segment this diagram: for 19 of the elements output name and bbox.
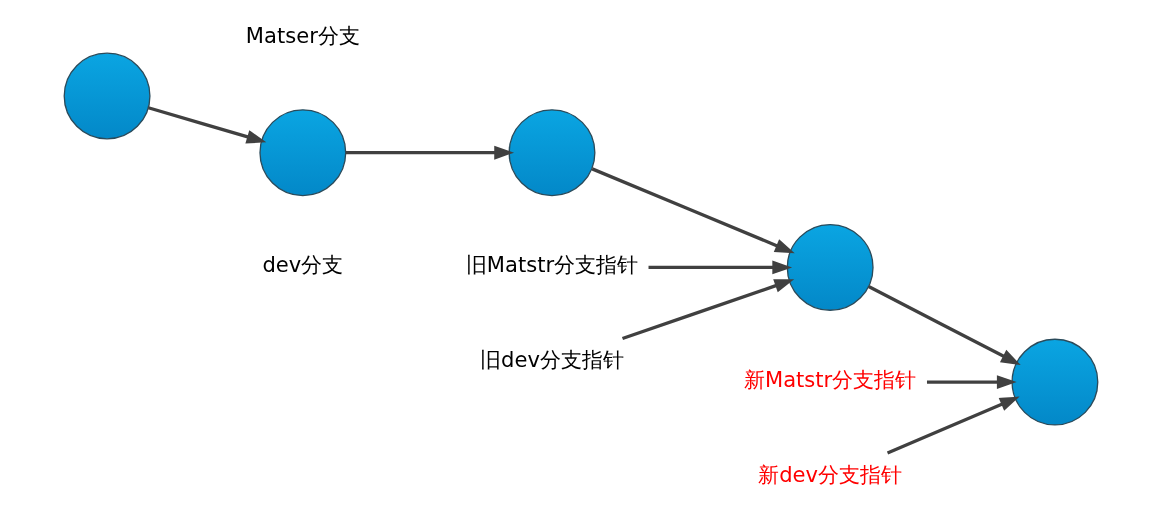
node-text: 新dev分支指针 — [758, 461, 903, 487]
node-text: 旧dev分支指针 — [480, 346, 624, 372]
label: dev分支 — [262, 251, 344, 277]
arrow — [621, 278, 795, 340]
node-circle — [1011, 338, 1099, 426]
arrow — [886, 396, 1020, 455]
arrow — [345, 145, 515, 160]
node-circle — [63, 52, 151, 139]
node-text: 旧Matstr分支指针 — [465, 251, 639, 277]
node-circle — [786, 223, 874, 311]
arrow — [927, 374, 1017, 389]
arrow — [147, 105, 267, 143]
arrow — [591, 166, 795, 253]
node-circle — [508, 108, 596, 196]
arrow — [648, 259, 793, 274]
node-circle — [259, 108, 347, 196]
label: Matser分支 — [245, 22, 360, 48]
node-text: 新Matstr分支指针 — [744, 366, 917, 392]
arrow — [867, 284, 1021, 365]
